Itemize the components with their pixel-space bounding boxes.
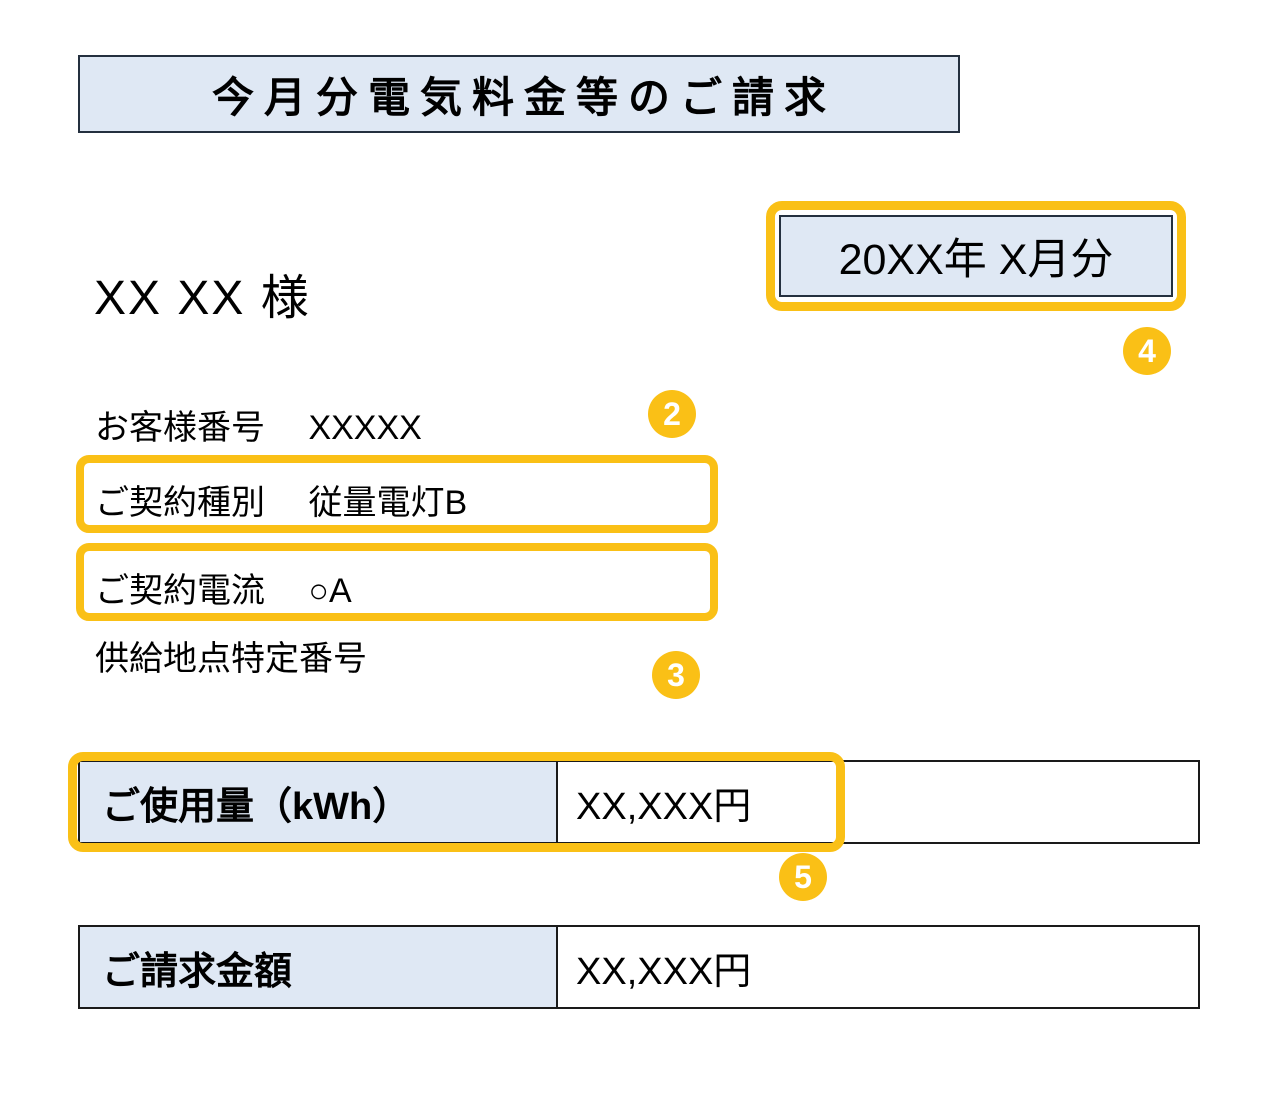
customer-number-row: お客様番号 XXXXX: [95, 400, 422, 449]
document-title-banner: 今月分電気料金等のご請求: [78, 55, 960, 133]
billing-amount-table: ご請求金額 XX,XXX円: [78, 925, 1200, 1009]
contract-type-row: ご契約種別 従量電灯B: [95, 475, 467, 524]
billing-period-highlight-frame: [766, 201, 1186, 311]
billing-period-text: 20XX年 X月分: [838, 236, 1114, 284]
contract-current-highlight-frame: [76, 543, 718, 621]
customer-number-label: お客様番号: [95, 409, 265, 447]
customer-name: XX XX 様: [94, 272, 311, 325]
contract-type-highlight-frame: [76, 455, 718, 533]
billing-amount-label: ご請求金額: [80, 927, 558, 1007]
callout-badge-3: 3: [652, 651, 700, 699]
supply-point-row: 供給地点特定番号: [95, 631, 367, 680]
supply-point-label: 供給地点特定番号: [95, 640, 367, 678]
callout-badge-2: 2: [648, 390, 696, 438]
billing-amount-value: XX,XXX円: [558, 927, 1198, 1007]
contract-current-label: ご契約電流: [95, 572, 265, 610]
usage-amount-value: XX,XXX円: [558, 762, 1198, 842]
billing-period-box: 20XX年 X月分: [779, 215, 1173, 297]
customer-number-value: XXXXX: [308, 409, 422, 447]
usage-amount-label: ご使用量（kWh）: [80, 762, 558, 842]
usage-amount-highlight-frame: [68, 752, 845, 852]
callout-badge-5: 5: [779, 853, 827, 901]
callout-badge-4: 4: [1123, 327, 1171, 375]
contract-type-label: ご契約種別: [95, 484, 265, 522]
contract-current-row: ご契約電流 ○A: [95, 563, 352, 612]
usage-amount-table: ご使用量（kWh） XX,XXX円: [78, 760, 1200, 844]
contract-current-value: ○A: [308, 572, 352, 610]
contract-type-value: 従量電灯B: [308, 484, 468, 522]
page-title: 今月分電気料金等のご請求: [211, 73, 836, 121]
